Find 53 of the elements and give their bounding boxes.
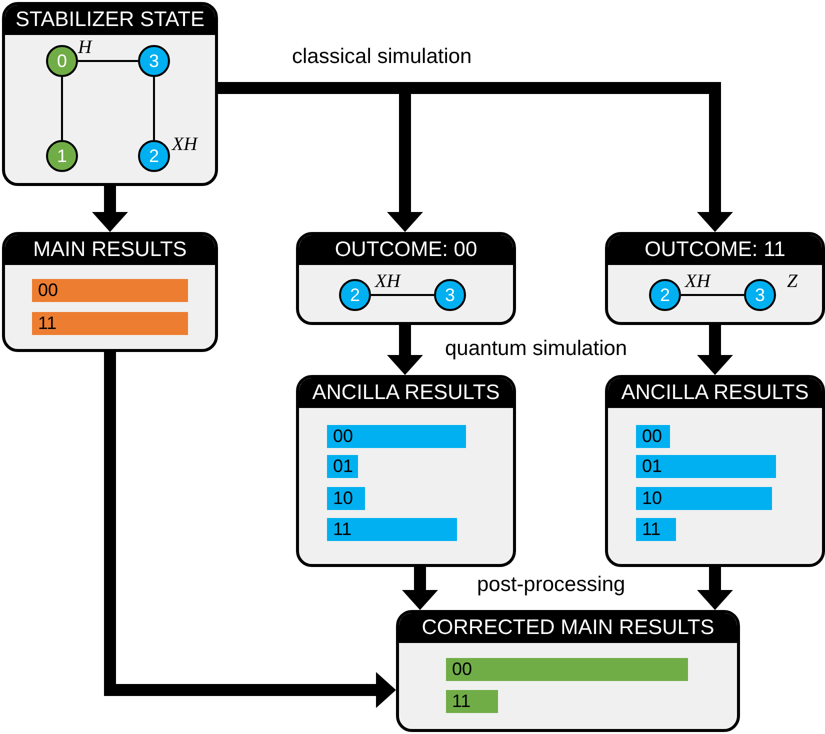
panel-title: OUTCOME: 11 [608,235,822,265]
qubit-node: 2 [649,279,681,311]
result-bar: 10 [636,487,772,510]
result-bar: 00 [636,425,670,448]
panel-title: MAIN RESULTS [5,235,215,265]
gate-label: XH [685,271,710,293]
step-label: quantum simulation [445,336,628,362]
qubit-node: 1 [46,140,78,172]
qubit-node: 2 [138,140,170,172]
flow-arrow [92,186,128,232]
step-label: post-processing [477,572,626,598]
step-label: classical simulation [292,44,472,70]
result-bar: 00 [446,658,688,681]
panel-title: ANCILLA RESULTS [299,378,513,408]
gate-label: Z [787,271,798,293]
result-bar: 11 [446,690,498,713]
panel-box [605,232,825,325]
result-bar: 01 [636,455,776,478]
panel-box [2,2,218,186]
result-bar: 10 [327,487,365,510]
qubit-node: 3 [744,279,776,311]
panel-box [605,375,825,567]
qubit-node: 3 [138,45,170,77]
qubit-node: 3 [434,279,466,311]
flow-arrow [387,325,423,375]
result-bar: 00 [32,279,188,302]
flow-arrow [697,325,733,375]
panel-box [296,232,516,325]
panel-title: STABILIZER STATE [5,5,215,35]
panel-title: OUTCOME: 00 [299,235,513,265]
graph-edge [153,77,155,140]
qubit-node: 2 [339,279,371,311]
gate-label: H [78,37,92,59]
result-bar: 11 [32,312,188,335]
panel-box [296,375,516,567]
panel-box [2,232,218,352]
panel-box [396,610,740,732]
qubit-node: 0 [46,45,78,77]
gate-label: XH [172,134,198,156]
graph-edge [61,77,63,140]
flow-arrow [104,352,396,708]
result-bar: 01 [327,455,358,478]
result-bar: 00 [327,425,466,448]
panel-title: CORRECTED MAIN RESULTS [399,613,737,643]
graph-edge [78,60,138,62]
gate-label: XH [375,271,400,293]
result-bar: 11 [636,518,676,541]
flow-arrow [697,567,733,610]
flow-arrow [402,567,438,610]
graph-edge [371,294,434,296]
graph-edge [681,294,744,296]
result-bar: 11 [327,518,457,541]
panel-title: ANCILLA RESULTS [608,378,822,408]
